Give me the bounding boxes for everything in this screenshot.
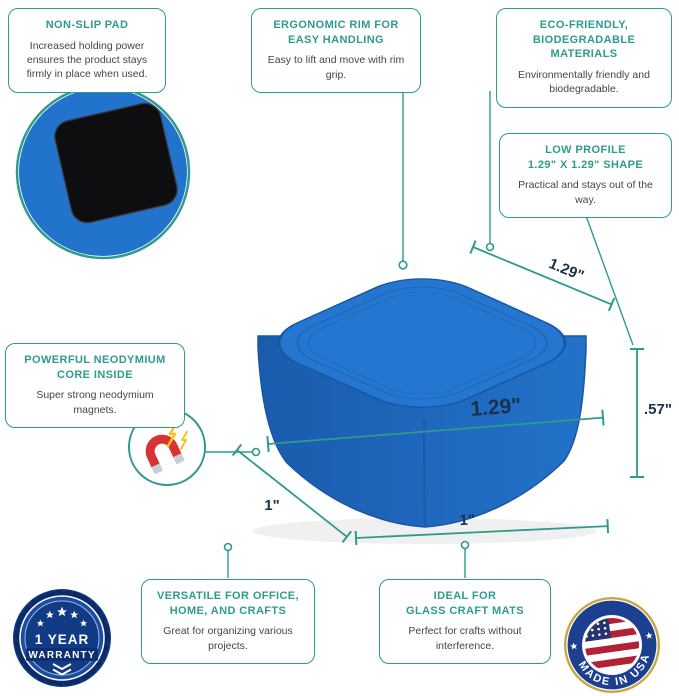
dimension-front-width: 1.29" <box>266 394 605 453</box>
dimension-height <box>630 348 644 478</box>
callout-title: IDEAL FOR GLASS CRAFT MATS <box>390 589 540 618</box>
made-in-usa-badge: MADE IN USA <box>564 597 660 694</box>
callout-body: Easy to lift and move with rim grip. <box>267 54 405 81</box>
horseshoe-magnet-icon <box>145 434 185 475</box>
callout-ideal-glass-mats: IDEAL FOR GLASS CRAFT MATS Perfect for c… <box>379 579 551 664</box>
dimension-label-bottom-width: 1" <box>459 511 475 529</box>
warranty-line1: 1 YEAR <box>35 632 90 647</box>
callout-title-line: ECO-FRIENDLY, <box>539 19 629 31</box>
callout-ergonomic-rim: ERGONOMIC RIM FOR EASY HANDLING Easy to … <box>251 8 421 93</box>
one-year-warranty-badge: 1 YEAR WARRANTY <box>13 589 111 687</box>
callout-non-slip-pad: NON-SLIP PAD Increased holding power ens… <box>8 8 166 93</box>
spark-icon <box>166 422 188 450</box>
connector-dots <box>223 242 495 552</box>
callout-title-line: POWERFUL NEODYMIUM <box>24 354 166 366</box>
product-magnet-illustration <box>257 278 587 528</box>
callout-title-line: IDEAL FOR <box>433 590 497 602</box>
callout-title-line: BIODEGRADABLE MATERIALS <box>532 33 636 61</box>
callout-title: POWERFUL NEODYMIUM CORE INSIDE <box>16 353 174 382</box>
callout-title-line: EASY HANDLING <box>287 33 385 46</box>
callout-versatile: VERSATILE FOR OFFICE, HOME, AND CRAFTS G… <box>141 579 315 664</box>
callout-title: VERSATILE FOR OFFICE, HOME, AND CRAFTS <box>152 589 304 618</box>
callout-body: Practical and stays out of the way. <box>518 179 653 206</box>
callout-title-line: CORE INSIDE <box>57 368 133 381</box>
callout-title-line: HOME, AND CRAFTS <box>169 604 287 617</box>
callout-eco-friendly: ECO-FRIENDLY, BIODEGRADABLE MATERIALS En… <box>496 8 672 108</box>
callout-title: ERGONOMIC RIM FOR EASY HANDLING <box>262 18 410 47</box>
callout-title: ECO-FRIENDLY, BIODEGRADABLE MATERIALS <box>507 18 661 62</box>
callout-title-line: LOW PROFILE <box>545 144 626 156</box>
callout-body: Perfect for crafts without interference. <box>408 625 522 652</box>
dimension-side-depth <box>231 443 352 543</box>
callout-neodymium-core: POWERFUL NEODYMIUM CORE INSIDE Super str… <box>5 343 185 428</box>
callout-title: NON-SLIP PAD <box>19 18 155 33</box>
callout-title-line: NON-SLIP PAD <box>45 19 129 31</box>
callout-low-profile: LOW PROFILE 1.29" X 1.29" SHAPE Practica… <box>499 133 672 218</box>
dimension-label-side-depth: 1" <box>264 497 279 514</box>
callout-body: Environmentally friendly and biodegradab… <box>518 68 650 96</box>
callout-title-line: ERGONOMIC RIM FOR <box>273 19 399 31</box>
callout-title: LOW PROFILE 1.29" X 1.29" SHAPE <box>510 143 661 172</box>
callout-body: Great for organizing various projects. <box>163 625 293 652</box>
warranty-chevrons <box>52 663 72 676</box>
warranty-line2: WARRANTY <box>28 650 95 661</box>
magnet-icon-badge <box>128 408 206 486</box>
callout-title-line: 1.29" X 1.29" SHAPE <box>527 158 644 171</box>
callout-title-line: VERSATILE FOR OFFICE, <box>156 590 300 602</box>
callout-body: Super strong neodymium magnets. <box>36 389 154 416</box>
dimension-label-front-width: 1.29" <box>470 394 522 421</box>
callout-body: Increased holding power ensures the prod… <box>26 39 148 81</box>
dimension-bottom-width: 1" <box>354 511 610 546</box>
callout-title-line: GLASS CRAFT MATS <box>405 604 525 617</box>
dimension-label-height: .57" <box>644 401 672 418</box>
product-shadow <box>253 518 597 544</box>
